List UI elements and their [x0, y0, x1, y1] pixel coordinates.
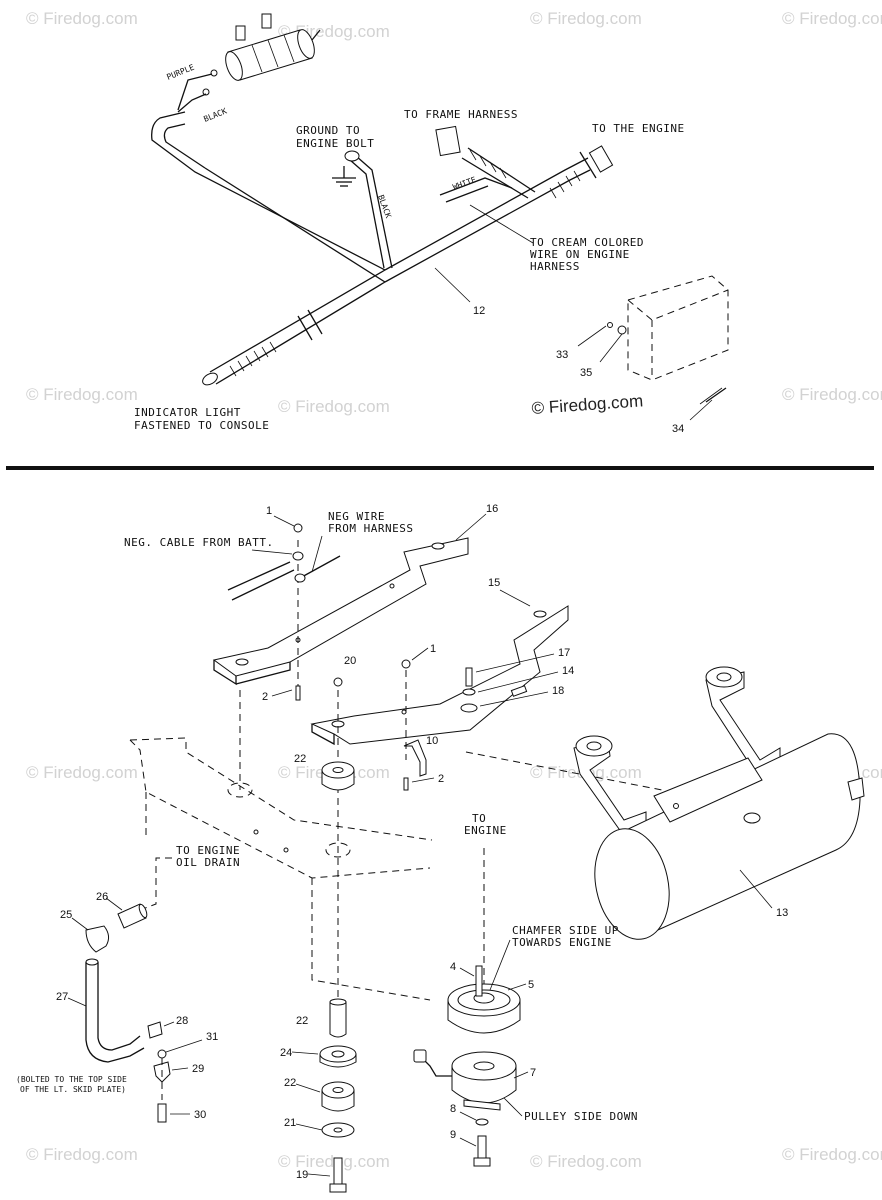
label-frame-harness: TO FRAME HARNESS — [404, 108, 518, 121]
watermark: © Firedog.com — [530, 9, 642, 28]
callout-33: 33 — [556, 349, 568, 361]
callout-15: 15 — [488, 577, 500, 589]
callout-34: 34 — [672, 423, 684, 435]
callout-1: 1 — [266, 505, 272, 517]
watermark-main: © Firedog.com — [531, 391, 644, 418]
label-engine-bolt: ENGINE BOLT — [296, 137, 374, 150]
label-indicator-1: INDICATOR LIGHT — [134, 406, 241, 419]
label-oil-1: TO ENGINE — [176, 844, 240, 857]
solenoid — [202, 13, 321, 96]
callout-12: 12 — [473, 305, 485, 317]
callout-10: 10 — [426, 735, 438, 747]
electric-clutch — [413, 1049, 517, 1111]
label-white: WHITE — [452, 175, 478, 192]
callout-14: 14 — [562, 665, 574, 677]
wiring-harness-diagram: PURPLE BLACK GROUND TO ENGINE BOLT BLACK… — [134, 13, 729, 435]
frame-plate — [129, 737, 433, 1001]
label-to-engine-2: ENGINE — [464, 824, 507, 837]
callout-30: 30 — [194, 1109, 206, 1121]
callout-2: 2 — [262, 691, 268, 703]
isolator-22-top — [321, 761, 355, 791]
pulley — [447, 965, 521, 1034]
callout-20: 20 — [344, 655, 356, 667]
label-black-wire: BLACK — [376, 194, 393, 220]
callout-22: 22 — [294, 753, 306, 765]
callout-28: 28 — [176, 1015, 188, 1027]
callout-2b: 2 — [438, 773, 444, 785]
watermark: © Firedog.com — [26, 1145, 138, 1164]
callout-29: 29 — [192, 1063, 204, 1075]
callout-27: 27 — [56, 991, 68, 1003]
label-cream-3: HARNESS — [530, 260, 580, 273]
callout-5: 5 — [528, 979, 534, 991]
callout-22c: 22 — [284, 1077, 296, 1089]
label-to-engine-1: TO — [472, 812, 486, 825]
callout-24: 24 — [280, 1047, 292, 1059]
callout-31: 31 — [206, 1031, 218, 1043]
control-box — [577, 275, 729, 421]
label-chamfer-1: CHAMFER SIDE UP — [512, 924, 619, 937]
label-ground: GROUND TO — [296, 124, 360, 137]
watermark: © Firedog.com — [782, 1145, 882, 1164]
label-cream-1: TO CREAM COLORED — [530, 236, 644, 249]
label-bolted-2: OF THE LT. SKID PLATE) — [20, 1085, 126, 1094]
bracket-16 — [212, 537, 469, 686]
callout-4: 4 — [450, 961, 456, 973]
section-divider — [6, 466, 874, 470]
callout-35: 35 — [580, 367, 592, 379]
callout-1b: 1 — [430, 643, 436, 655]
watermark: © Firedog.com — [278, 397, 390, 416]
label-to-engine: TO THE ENGINE — [592, 122, 685, 135]
label-black: BLACK — [202, 106, 228, 123]
callout-16: 16 — [486, 503, 498, 515]
watermark: © Firedog.com — [26, 763, 138, 782]
callout-7: 7 — [530, 1067, 536, 1079]
watermark: © Firedog.com — [26, 385, 138, 404]
label-neg-wire-2: FROM HARNESS — [328, 522, 413, 535]
callout-17: 17 — [558, 647, 570, 659]
label-neg-cable: NEG. CABLE FROM BATT. — [124, 536, 274, 549]
callout-9: 9 — [450, 1129, 456, 1141]
callout-18: 18 — [552, 685, 564, 697]
callout-22b: 22 — [296, 1015, 308, 1027]
callout-26: 26 — [96, 891, 108, 903]
callout-19: 19 — [296, 1169, 308, 1181]
muffler — [573, 666, 865, 940]
callout-25: 25 — [60, 909, 72, 921]
label-oil-2: OIL DRAIN — [176, 856, 240, 869]
label-cream-2: WIRE ON ENGINE — [530, 248, 630, 261]
callout-8: 8 — [450, 1103, 456, 1115]
label-chamfer-2: TOWARDS ENGINE — [512, 936, 612, 949]
watermark: © Firedog.com — [530, 1152, 642, 1171]
watermark: © Firedog.com — [782, 385, 882, 404]
label-pulley-side: PULLEY SIDE DOWN — [524, 1110, 638, 1123]
label-indicator-2: FASTENED TO CONSOLE — [134, 419, 269, 432]
watermark: © Firedog.com — [26, 9, 138, 28]
watermark: © Firedog.com — [782, 9, 882, 28]
label-bolted-1: (BOLTED TO THE TOP SIDE — [16, 1075, 127, 1084]
callout-13: 13 — [776, 907, 788, 919]
muffler-clutch-diagram: 1 NEG. CABLE FROM BATT. NEG WIRE FROM HA… — [16, 503, 865, 1193]
callout-21: 21 — [284, 1117, 296, 1129]
label-neg-wire-1: NEG WIRE — [328, 510, 385, 523]
